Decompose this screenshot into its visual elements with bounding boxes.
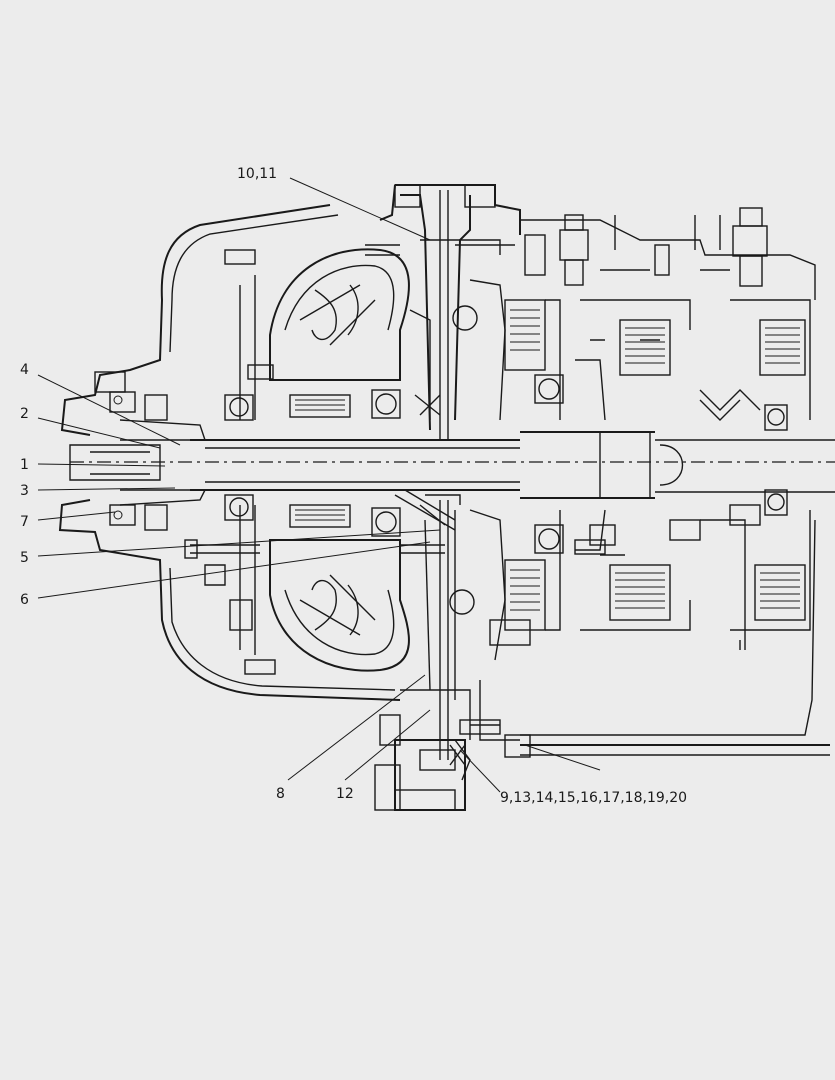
leader-12 [344, 709, 431, 781]
leader-4 [37, 374, 181, 446]
clutch-pack-3 [669, 299, 811, 650]
leader-7 [37, 511, 116, 521]
callout-9-20: 9,13,14,15,16,17,18,19,20 [500, 790, 687, 806]
leader-6 [37, 541, 431, 599]
bolts [184, 244, 660, 726]
callout-3: 3 [20, 483, 29, 499]
clutch-pack-2 [574, 299, 691, 631]
leader-1 [37, 463, 166, 467]
callout-12: 12 [336, 786, 354, 802]
leader-9-20-b [524, 744, 601, 771]
callout-1: 1 [20, 457, 29, 473]
callout-6: 6 [20, 592, 29, 608]
leader-lines [37, 177, 601, 793]
leader-10-11 [289, 177, 431, 241]
callout-8: 8 [276, 786, 285, 802]
valve-body [374, 680, 531, 811]
leader-9-20 [459, 749, 501, 793]
callout-labels: 10,11 4 2 1 3 7 5 6 8 12 9,13,14,15,16,1… [20, 166, 687, 806]
pump-housing [394, 184, 515, 760]
clutch-pack-1 [489, 299, 561, 646]
leader-3 [37, 487, 176, 491]
callout-2: 2 [20, 406, 29, 422]
callout-5: 5 [20, 550, 29, 566]
leader-5 [37, 529, 441, 557]
torque-converter [224, 248, 410, 675]
leader-8 [287, 674, 426, 781]
callout-7: 7 [20, 514, 29, 530]
input-flange [94, 371, 206, 531]
bearings [224, 305, 788, 615]
callout-4: 4 [20, 362, 29, 378]
leader-2 [37, 417, 161, 449]
top-fittings [524, 207, 768, 287]
callout-10-11: 10,11 [237, 166, 277, 182]
main-shaft [69, 431, 835, 499]
